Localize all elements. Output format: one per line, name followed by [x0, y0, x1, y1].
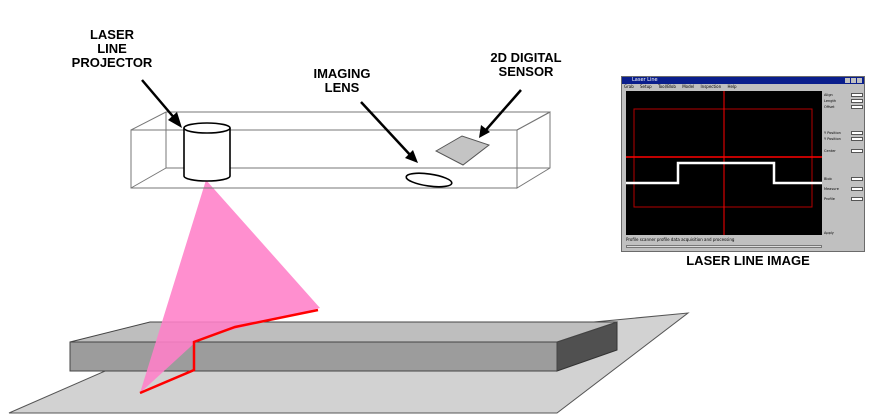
value-field[interactable] — [851, 177, 863, 181]
label-projector-line-3: PROJECTOR — [72, 55, 153, 70]
label-projector-line-2: LINE — [97, 41, 127, 56]
menu-item[interactable]: Grab — [624, 84, 634, 89]
label-projector-line-1: LASER — [90, 27, 135, 42]
laser-fan — [140, 180, 320, 393]
object-top-face — [69, 321, 618, 343]
panel-row: Center — [824, 149, 864, 154]
digital-sensor — [434, 135, 491, 166]
label-laser-line-image: LASER LINE IMAGE — [686, 253, 810, 268]
projector-cylinder — [183, 122, 231, 182]
value-field[interactable] — [851, 105, 863, 109]
roi-rectangle — [633, 108, 813, 208]
window-status-text: Profile scanner profile data acquisition… — [626, 237, 735, 242]
value-field[interactable] — [851, 149, 863, 153]
value-field[interactable] — [851, 131, 863, 135]
label-lens-line-1: IMAGING — [313, 66, 370, 81]
panel-row: Blob — [824, 177, 864, 182]
panel-row: Offset — [824, 105, 864, 110]
value-field[interactable] — [851, 99, 863, 103]
menu-item[interactable]: Inspection — [700, 84, 722, 89]
close-icon[interactable] — [857, 78, 862, 83]
window-controls[interactable] — [844, 78, 862, 86]
panel-row: Profile — [824, 197, 864, 202]
value-field[interactable] — [851, 197, 863, 201]
value-field[interactable] — [851, 137, 863, 141]
label-sensor-line-2: SENSOR — [499, 64, 555, 79]
panel-row: Align — [824, 93, 864, 98]
menu-item[interactable]: Model — [682, 84, 695, 89]
maximize-icon[interactable] — [851, 78, 856, 83]
window-titlebar: Laser Line — [622, 77, 864, 84]
laser-line-image-screen — [626, 91, 822, 235]
laser-line-image — [626, 91, 822, 235]
label-sensor-line-1: 2D DIGITAL — [490, 50, 561, 65]
panel-row: Y Position — [824, 137, 864, 142]
window-title: Laser Line — [632, 77, 658, 83]
arrow-heads — [168, 112, 490, 163]
panel-row: Apply — [824, 231, 834, 235]
window-menubar: Grab Setup Tool/Blob Model Inspection He… — [622, 84, 864, 90]
menu-item[interactable]: Setup — [640, 84, 652, 89]
laser-line-window: Laser Line Grab Setup Tool/Blob Model In… — [621, 76, 865, 252]
panel-row: Measure — [824, 187, 864, 192]
measurement-panel: Align Length Offset Y Position Y Positio… — [824, 91, 864, 241]
menu-item[interactable]: Tool/Blob — [657, 84, 676, 89]
imaging-lens — [405, 172, 453, 188]
pointer-arrows — [141, 79, 522, 158]
object-side-face — [69, 341, 558, 372]
label-lens-line-2: LENS — [325, 80, 360, 95]
minimize-icon[interactable] — [845, 78, 850, 83]
window-scrollbar[interactable] — [626, 245, 822, 248]
panel-row: Length — [824, 99, 864, 104]
laser-line-profile — [626, 161, 822, 185]
panel-row: Y Position — [824, 131, 864, 136]
value-field[interactable] — [851, 187, 863, 191]
value-field[interactable] — [851, 93, 863, 97]
laser-line — [139, 308, 319, 395]
menu-item[interactable]: Help — [727, 84, 737, 89]
